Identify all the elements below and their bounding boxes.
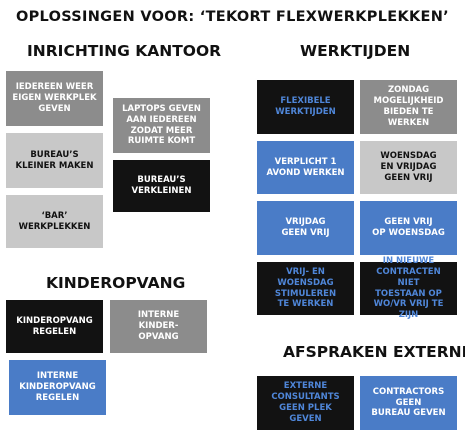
card-bureaus-verkleinen: BUREAU’S VERKLEINEN — [113, 160, 210, 212]
heading-werktijden: WERKTIJDEN — [300, 42, 411, 60]
card-externe-consultants: EXTERNE CONSULTANTS GEEN PLEK GEVEN — [257, 376, 354, 430]
card-interne-kinderopvang-regelen: INTERNE KINDEROPVANG REGELEN — [9, 360, 106, 415]
card-label: BUREAU’S KLEINER MAKEN — [15, 149, 94, 171]
card-label: FLEXIBELE WERKTIJDEN — [275, 96, 336, 117]
card-interne-kinderopvang: INTERNE KINDER- OPVANG — [110, 300, 207, 353]
heading-afspraken-externe: AFSPRAKEN EXTERNE — [283, 343, 465, 361]
card-label: INTERNE KINDER- OPVANG — [137, 310, 180, 342]
card-woensdag-vrijdag-geen-vrij: WOENSDAG EN VRIJDAG GEEN VRIJ — [360, 141, 457, 194]
card-bureaus-kleiner-maken: BUREAU’S KLEINER MAKEN — [6, 133, 103, 188]
card-nieuwe-contracten: IN NIEUWE CONTRACTEN NIET TOESTAAN OP WO… — [360, 256, 457, 320]
card-flexibele-werktijden: FLEXIBELE WERKTIJDEN — [257, 80, 354, 134]
card-label: CONTRACTORS GEEN BUREAU GEVEN — [371, 386, 446, 419]
card-label: LAPTOPS GEVEN AAN IEDEREEN ZODAT MEER RU… — [122, 103, 201, 147]
card-label: ZONDAG MOGELIJKHEID BIEDEN TE WERKEN — [373, 85, 444, 128]
card-label: KINDEROPVANG REGELEN — [16, 315, 93, 337]
card-label: WOENSDAG EN VRIJDAG GEEN VRIJ — [380, 151, 437, 183]
card-label: INTERNE KINDEROPVANG REGELEN — [19, 371, 96, 403]
card-label: GEEN VRIJ OP WOENSDAG — [372, 217, 445, 238]
card-label: VRIJDAG GEEN VRIJ — [281, 217, 330, 238]
card-label: VERPLICHT 1 AVOND WERKEN — [266, 156, 345, 178]
diagram-title: OPLOSSINGEN VOOR: ‘TEKORT FLEXWERKPLEKKE… — [16, 9, 449, 25]
card-contractors-geen-bureau: CONTRACTORS GEEN BUREAU GEVEN — [360, 376, 457, 430]
card-label: ‘BAR’ WERKPLEKKEN — [18, 210, 91, 232]
card-label: EXTERNE CONSULTANTS GEEN PLEK GEVEN — [271, 381, 340, 424]
card-laptops-geven: LAPTOPS GEVEN AAN IEDEREEN ZODAT MEER RU… — [113, 98, 210, 153]
card-verplicht-avond-werken: VERPLICHT 1 AVOND WERKEN — [257, 141, 354, 194]
card-label: VRIJ- EN WOENSDAG STIMULEREN TE WERKEN — [274, 266, 337, 310]
card-label: BUREAU’S VERKLEINEN — [131, 175, 192, 196]
heading-kinderopvang: KINDEROPVANG — [46, 274, 186, 292]
card-kinderopvang-regelen: KINDEROPVANG REGELEN — [6, 300, 103, 353]
card-label: IEDEREEN WEER EIGEN WERKPLEK GEVEN — [12, 82, 97, 114]
card-geen-vrij-op-woensdag: GEEN VRIJ OP WOENSDAG — [360, 201, 457, 255]
card-zondag-mogelijkheid: ZONDAG MOGELIJKHEID BIEDEN TE WERKEN — [360, 80, 457, 134]
card-label: IN NIEUWE CONTRACTEN NIET TOESTAAN OP WO… — [373, 255, 444, 321]
card-iedereen-eigen-werkplek: IEDEREEN WEER EIGEN WERKPLEK GEVEN — [6, 71, 103, 126]
card-stimuleren-te-werken: VRIJ- EN WOENSDAG STIMULEREN TE WERKEN — [257, 262, 354, 315]
heading-inrichting-kantoor: INRICHTING KANTOOR — [27, 42, 222, 60]
card-vrijdag-geen-vrij: VRIJDAG GEEN VRIJ — [257, 201, 354, 255]
card-bar-werkplekken: ‘BAR’ WERKPLEKKEN — [6, 195, 103, 248]
